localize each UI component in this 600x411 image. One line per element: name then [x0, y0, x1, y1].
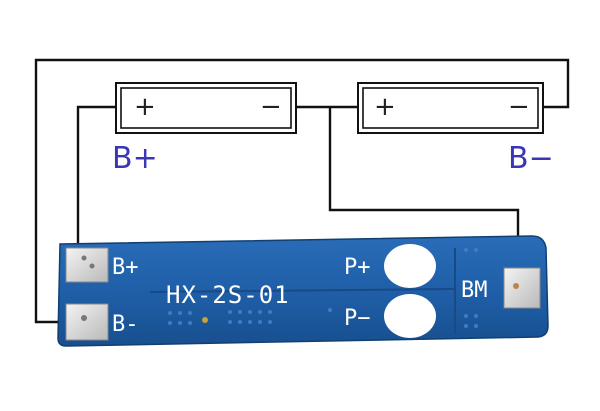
cell-1-minus-symbol: − [260, 92, 282, 122]
board-model: HX-2S-01 [166, 281, 290, 309]
board-vias [168, 248, 478, 328]
test-point [202, 317, 208, 323]
battery-cell-1: + − [115, 82, 297, 134]
cell-2-minus-symbol: − [508, 92, 530, 122]
board-label-bm: BM [461, 278, 488, 303]
board-label-b-plus: B+ [112, 255, 139, 280]
cell-2-plus-symbol: + [374, 92, 396, 122]
pad-p-minus [384, 294, 436, 338]
cell-1-plus-symbol: + [134, 92, 156, 122]
pad-b-plus [65, 247, 109, 283]
board-label-b-minus: B- [112, 312, 139, 337]
battery-cell-2: + − [357, 82, 544, 134]
protection-board: B+ B- HX-2S-01 P+ P− BM [57, 235, 549, 347]
wire-b-plus [76, 105, 116, 252]
battery-minus-label: B− [508, 141, 554, 176]
pad-p-plus [384, 244, 436, 288]
board-label-p-minus: P− [344, 306, 371, 331]
wire-b-minus [34, 58, 570, 324]
pad-b-minus [65, 303, 109, 341]
pad-bm [503, 267, 541, 309]
battery-plus-label: B+ [112, 141, 158, 176]
board-label-p-plus: P+ [344, 255, 371, 280]
